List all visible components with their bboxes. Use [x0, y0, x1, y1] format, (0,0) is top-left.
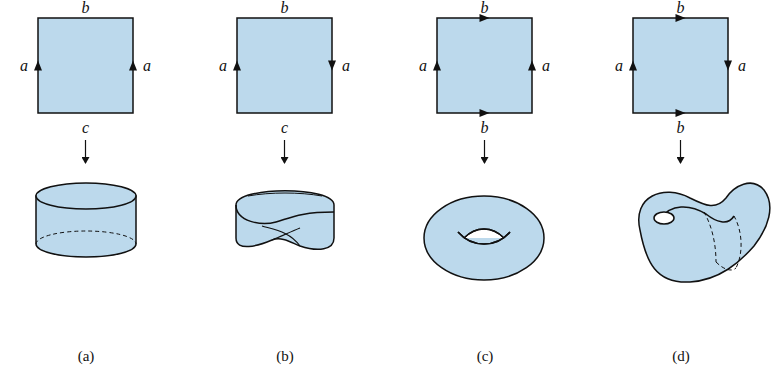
edge-label: c — [281, 120, 288, 136]
edge-arrowhead — [328, 61, 336, 71]
edge-label: b — [82, 0, 90, 16]
map-arrows — [86, 140, 681, 163]
edge-arrowhead — [233, 61, 241, 71]
edge-label: b — [481, 120, 489, 136]
square-c — [437, 18, 532, 113]
square-b — [237, 18, 332, 113]
edge-label: c — [82, 120, 89, 136]
edge-label: b — [677, 120, 685, 136]
edge-label: b — [677, 0, 685, 16]
edge-label: a — [419, 58, 427, 74]
torus — [424, 196, 544, 280]
edge-label: a — [542, 58, 550, 74]
edge-arrowhead — [629, 61, 637, 71]
edge-label: a — [219, 58, 227, 74]
edge-label: a — [20, 58, 28, 74]
edge-arrowhead — [129, 61, 137, 71]
klein-bottle — [639, 183, 770, 282]
panel-caption: (b) — [276, 349, 294, 364]
square-d — [633, 18, 728, 113]
square-a — [38, 18, 133, 113]
edge-label: a — [342, 58, 350, 74]
edge-label: a — [143, 58, 151, 74]
edge-label: b — [281, 0, 289, 16]
edge-label: a — [738, 58, 746, 74]
mobius-band — [236, 191, 334, 250]
edge-arrowhead — [34, 61, 42, 71]
cylinder — [36, 183, 136, 257]
edge-arrowhead — [676, 109, 686, 117]
edge-arrowhead — [724, 61, 732, 71]
edge-arrowhead — [480, 109, 490, 117]
panel-caption: (d) — [672, 349, 690, 364]
edge-label: b — [481, 0, 489, 16]
edge-label: a — [615, 58, 623, 74]
edge-arrowhead — [528, 61, 536, 71]
panel-caption: (a) — [78, 349, 95, 364]
identification-arrows — [34, 14, 732, 117]
panel-caption: (c) — [477, 349, 494, 364]
edge-arrowhead — [433, 61, 441, 71]
